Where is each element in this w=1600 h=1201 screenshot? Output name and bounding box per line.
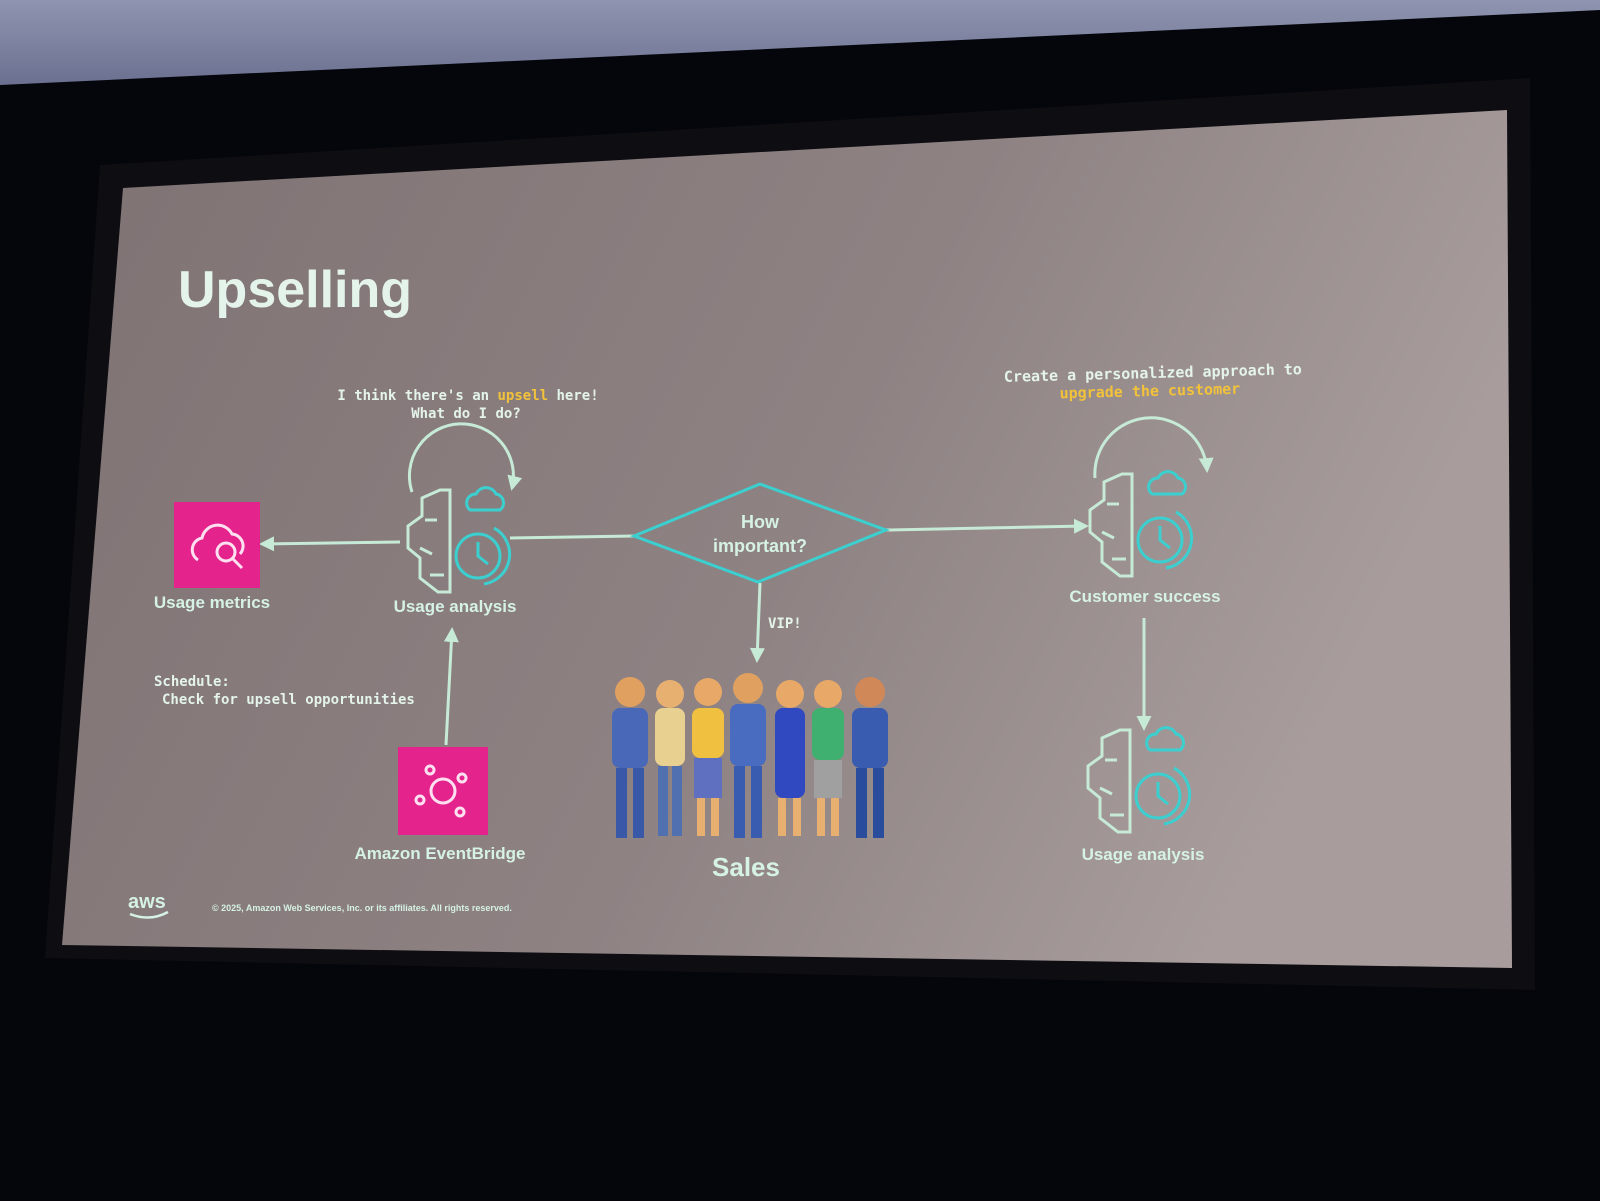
- label-usage-analysis-2: Usage analysis: [1082, 845, 1205, 864]
- label-usage-analysis: Usage analysis: [394, 597, 517, 616]
- person-icon: [612, 677, 648, 838]
- annotation-personalized-line2: upgrade the customer: [1059, 380, 1240, 403]
- copyright-text: © 2025, Amazon Web Services, Inc. or its…: [212, 903, 512, 913]
- label-customer-success: Customer success: [1069, 587, 1220, 606]
- arrow-eventbridge-to-analysis: [443, 627, 459, 746]
- person-icon: [730, 673, 766, 838]
- person-icon: [812, 680, 844, 836]
- annotation-vip: VIP!: [768, 616, 802, 632]
- eventbridge-node: Amazon EventBridge: [355, 747, 526, 863]
- sales-team-illustration: Sales: [612, 673, 888, 882]
- person-icon: [655, 680, 685, 836]
- label-eventbridge: Amazon EventBridge: [355, 844, 526, 863]
- arrow-vip-to-sales: [749, 582, 765, 663]
- customer-success-node: Customer success: [1069, 470, 1221, 606]
- decision-diamond: [629, 482, 891, 584]
- brain-clock-icon: [406, 486, 512, 594]
- arrow-to-usage-metrics: [259, 536, 401, 552]
- label-sales: Sales: [712, 852, 780, 882]
- decision-label-line2: important?: [713, 536, 807, 556]
- label-usage-metrics: Usage metrics: [154, 593, 270, 612]
- cloud-search-icon: [174, 502, 260, 588]
- annotation-upsell-line1: I think there's an upsell here!: [337, 388, 598, 404]
- eventbridge-icon: [398, 747, 488, 835]
- brain-clock-icon: [1088, 470, 1194, 578]
- usage-metrics-node: Usage metrics: [154, 502, 270, 612]
- usage-analysis-node: Usage analysis: [394, 486, 517, 616]
- line-to-decision: [509, 534, 635, 540]
- loop-arrow-usage-analysis: [407, 422, 523, 493]
- decision-node: How important?: [629, 482, 891, 584]
- usage-analysis-2-node: Usage analysis: [1082, 726, 1205, 864]
- aws-logo: aws: [128, 891, 166, 913]
- person-icon: [775, 680, 805, 836]
- person-icon: [692, 678, 724, 836]
- loop-arrow-customer-success: [1093, 416, 1214, 479]
- ceiling: [0, 0, 1600, 85]
- annotation-schedule-line2: Check for upsell opportunities: [162, 692, 415, 708]
- person-icon: [852, 677, 888, 838]
- slide-footer: aws © 2025, Amazon Web Services, Inc. or…: [128, 891, 512, 919]
- connectors: [259, 416, 1214, 746]
- annotation-schedule-line1: Schedule:: [154, 674, 230, 690]
- arrow-to-customer-success: [885, 518, 1089, 534]
- annotation-upsell-line2: What do I do?: [411, 406, 521, 422]
- decision-label-line1: How: [741, 512, 780, 532]
- brain-clock-icon: [1086, 726, 1192, 834]
- slide-title: Upselling: [178, 261, 412, 319]
- aws-smile-icon: [129, 910, 169, 919]
